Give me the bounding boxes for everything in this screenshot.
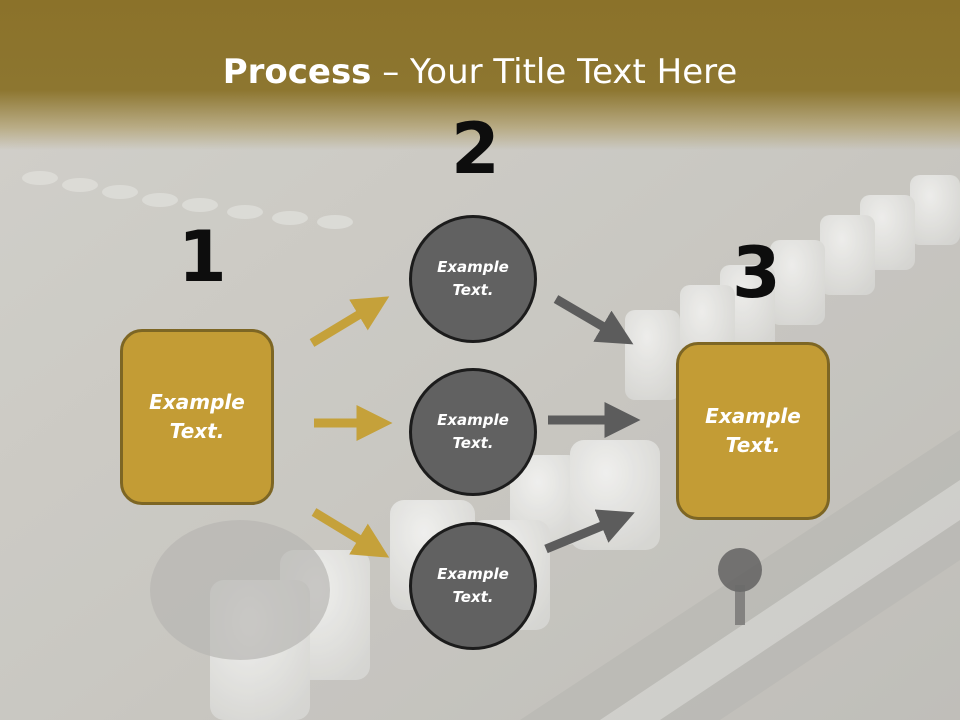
circle-bottom-line1: Example [437, 565, 509, 583]
circle-bottom-line2: Text. [452, 588, 494, 606]
circle-top-line1: Example [437, 258, 509, 276]
step-3-text-line1: Example [705, 404, 801, 428]
step-number-2: 2 [451, 108, 500, 190]
circle-middle-line1: Example [437, 411, 509, 429]
arrow-top-to-3 [553, 295, 634, 345]
circle-middle-line2: Text. [452, 434, 494, 452]
title-bold: Process [222, 52, 372, 92]
circle-top-line2: Text. [452, 281, 494, 299]
title-bar [0, 0, 960, 150]
step-1-text-line2: Text. [169, 419, 225, 443]
step-number-3: 3 [732, 232, 781, 314]
step-1-text-line1: Example [149, 390, 245, 414]
arrow-bottom-to-3 [544, 509, 635, 554]
slide-title: Process – Your Title Text Here [0, 52, 960, 92]
step-3-text-line2: Text. [725, 433, 781, 457]
title-rest: – Your Title Text Here [371, 52, 738, 92]
step-number-1: 1 [178, 216, 227, 298]
arrow-1-to-top [309, 296, 390, 347]
arrow-1-to-bottom [311, 508, 390, 558]
